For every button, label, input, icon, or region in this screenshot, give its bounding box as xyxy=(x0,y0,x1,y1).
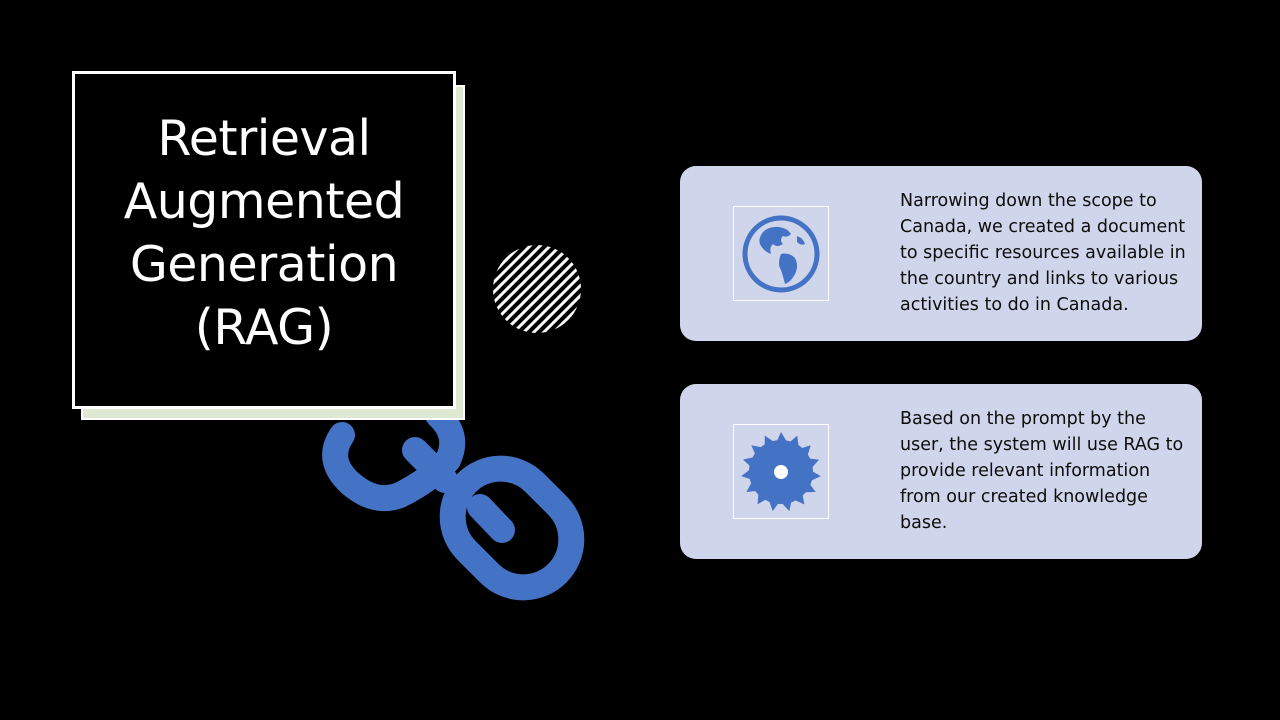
card-description: Based on the prompt by the user, the sys… xyxy=(900,409,1184,533)
title-line-3: Generation xyxy=(129,236,399,293)
info-card-canada: Narrowing down the scope to Canada, we c… xyxy=(680,166,1202,341)
striped-circle-decoration xyxy=(493,245,581,333)
title-line-2: Augmented xyxy=(123,173,405,230)
info-card-rag: Based on the prompt by the user, the sys… xyxy=(680,384,1202,559)
icon-frame xyxy=(733,206,829,301)
title-line-4: (RAG) xyxy=(194,299,334,356)
saw-blade-icon xyxy=(741,431,821,511)
icon-frame xyxy=(733,424,829,519)
globe-icon xyxy=(742,215,820,292)
chain-link-icon xyxy=(322,402,585,601)
title-line-1: Retrieval xyxy=(157,110,371,167)
slide-title: Retrieval Augmented Generation (RAG) xyxy=(75,107,453,359)
title-card: Retrieval Augmented Generation (RAG) xyxy=(72,71,456,409)
card-description: Narrowing down the scope to Canada, we c… xyxy=(900,191,1186,315)
